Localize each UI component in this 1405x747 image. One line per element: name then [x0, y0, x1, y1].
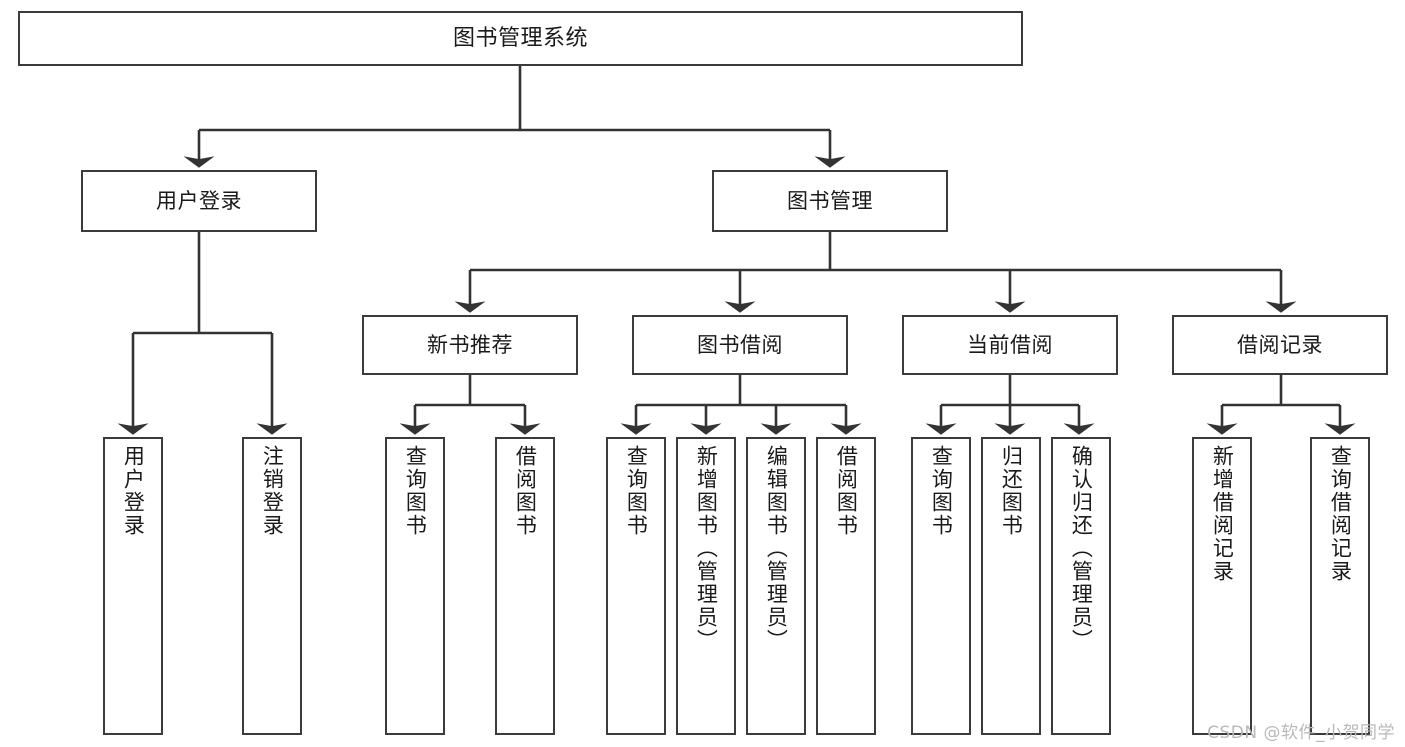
node-leaf-logout-login-label: 注销登录	[260, 445, 285, 537]
node-leaf-logout-login[interactable]: 注销登录	[242, 437, 302, 735]
node-current-borrow-label: 当前借阅	[967, 332, 1053, 357]
node-root[interactable]: 图书管理系统	[18, 11, 1023, 66]
node-book-borrow[interactable]: 图书借阅	[632, 315, 848, 375]
node-leaf-edit-book-label: 编辑图书（管理员）	[764, 445, 789, 652]
node-book-manage[interactable]: 图书管理	[712, 170, 948, 232]
node-current-borrow[interactable]: 当前借阅	[902, 315, 1118, 375]
node-leaf-query-book-1-label: 查询图书	[403, 445, 428, 537]
node-leaf-confirm-return-label: 确认归还（管理员）	[1069, 445, 1094, 652]
node-root-label: 图书管理系统	[452, 25, 588, 51]
node-book-borrow-label: 图书借阅	[697, 332, 783, 357]
node-leaf-query-book-2-label: 查询图书	[624, 445, 649, 537]
node-leaf-borrow-book-1-label: 借阅图书	[513, 445, 538, 537]
node-borrow-record[interactable]: 借阅记录	[1172, 315, 1388, 375]
node-leaf-edit-book[interactable]: 编辑图书（管理员）	[746, 437, 806, 735]
csdn-watermark: CSDN @软件_小贺同学	[1207, 723, 1395, 743]
node-user-login[interactable]: 用户登录	[81, 170, 317, 232]
node-leaf-add-record[interactable]: 新增借阅记录	[1192, 437, 1252, 735]
node-leaf-user-login-label: 用户登录	[121, 445, 146, 537]
node-leaf-query-book-1[interactable]: 查询图书	[385, 437, 445, 735]
node-leaf-query-book-3[interactable]: 查询图书	[911, 437, 971, 735]
node-leaf-query-record[interactable]: 查询借阅记录	[1310, 437, 1370, 735]
node-leaf-confirm-return[interactable]: 确认归还（管理员）	[1051, 437, 1111, 735]
node-leaf-add-record-label: 新增借阅记录	[1210, 445, 1235, 583]
node-leaf-return-book[interactable]: 归还图书	[981, 437, 1041, 735]
node-leaf-borrow-book-2-label: 借阅图书	[834, 445, 859, 537]
node-leaf-borrow-book-2[interactable]: 借阅图书	[816, 437, 876, 735]
node-leaf-query-book-3-label: 查询图书	[929, 445, 954, 537]
node-leaf-add-book[interactable]: 新增图书（管理员）	[676, 437, 736, 735]
node-leaf-return-book-label: 归还图书	[999, 445, 1024, 537]
node-user-login-label: 用户登录	[156, 188, 242, 213]
node-borrow-record-label: 借阅记录	[1237, 332, 1323, 357]
node-leaf-user-login[interactable]: 用户登录	[103, 437, 163, 735]
node-leaf-add-book-label: 新增图书（管理员）	[694, 445, 719, 652]
node-leaf-query-book-2[interactable]: 查询图书	[606, 437, 666, 735]
node-new-book-recommend[interactable]: 新书推荐	[362, 315, 578, 375]
node-leaf-borrow-book-1[interactable]: 借阅图书	[495, 437, 555, 735]
node-leaf-query-record-label: 查询借阅记录	[1328, 445, 1353, 583]
node-new-book-recommend-label: 新书推荐	[427, 332, 513, 357]
node-book-manage-label: 图书管理	[787, 188, 873, 213]
